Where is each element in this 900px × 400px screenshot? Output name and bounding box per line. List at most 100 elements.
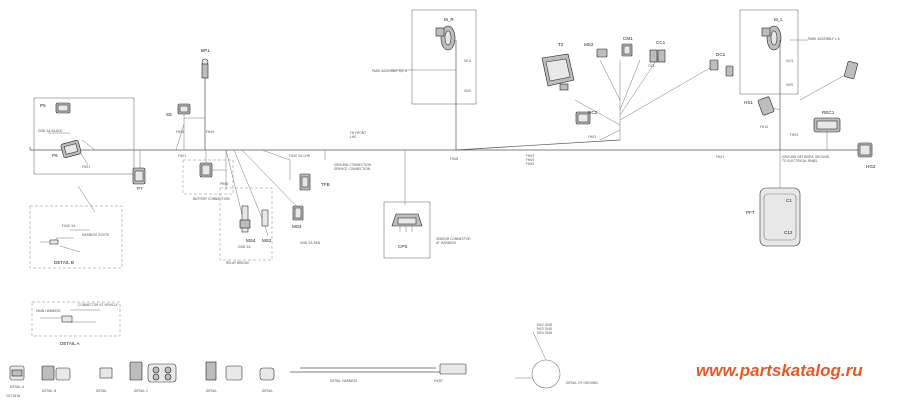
svg-text:MS4 GND: MS4 GND bbox=[537, 331, 553, 335]
rc2-label: RC2 bbox=[588, 110, 598, 115]
right-side-connector bbox=[844, 61, 858, 79]
svg-text:TO ELECTRICAL PANEL: TO ELECTRICAL PANEL bbox=[781, 159, 818, 163]
s5-connector bbox=[177, 103, 191, 115]
svg-text:DETAIL OF GROUND: DETAIL OF GROUND bbox=[566, 381, 598, 385]
svg-text:PR08: PR08 bbox=[220, 182, 228, 186]
svg-text:CONNECTOR AT VEHICLE: CONNECTOR AT VEHICLE bbox=[78, 303, 118, 307]
rec1-label: REC1 bbox=[822, 110, 835, 115]
svg-text:BATTERY CONNECTION: BATTERY CONNECTION bbox=[193, 197, 230, 201]
m-r-label: M_R bbox=[444, 17, 454, 22]
svg-text:HARNESS ROUTE: HARNESS ROUTE bbox=[82, 233, 109, 237]
svg-text:GROUND NETWORK GROUND: GROUND NETWORK GROUND bbox=[782, 155, 830, 159]
rc2-connector bbox=[575, 111, 591, 125]
svg-text:AT HARNESS: AT HARNESS bbox=[436, 241, 456, 245]
detail-a-box bbox=[31, 301, 121, 337]
bottom-part-4 bbox=[129, 361, 177, 383]
svg-text:GND 2A BLACK: GND 2A BLACK bbox=[38, 129, 63, 133]
detail-b-box bbox=[29, 205, 123, 269]
detail-a-label: DETAIL A bbox=[60, 341, 81, 346]
svg-text:CS2: CS2 bbox=[648, 64, 654, 68]
svg-text:SENSOR CONNECTOR: SENSOR CONNECTOR bbox=[436, 237, 471, 241]
m-l-box bbox=[739, 9, 799, 95]
cps-box bbox=[383, 201, 431, 259]
p6-label: P6 bbox=[52, 153, 58, 158]
svg-text:SERVICE CONNECTION: SERVICE CONNECTION bbox=[334, 167, 371, 171]
svg-text:PARK ASSEMBLY L A: PARK ASSEMBLY L A bbox=[808, 37, 840, 41]
svg-text:FUSE 5A LHR: FUSE 5A LHR bbox=[289, 154, 311, 158]
relay-connector bbox=[199, 162, 213, 178]
bottom-part-2 bbox=[41, 365, 71, 381]
ms2-connector bbox=[261, 209, 269, 237]
s5-label: S5 bbox=[166, 112, 172, 117]
bottom-harness-detail bbox=[290, 363, 467, 375]
cc1-label: CC1 bbox=[656, 40, 666, 45]
pft-fuse-box bbox=[759, 187, 801, 247]
p5-label: P5 bbox=[40, 103, 46, 108]
svg-text:GROUND CONNECTION: GROUND CONNECTION bbox=[334, 163, 372, 167]
svg-text:FH FRONT: FH FRONT bbox=[350, 131, 366, 135]
svg-text:VIO1: VIO1 bbox=[464, 59, 472, 63]
bp1-connector bbox=[201, 58, 209, 79]
svg-text:VI05: VI05 bbox=[464, 89, 471, 93]
pft-label: PFT bbox=[746, 210, 755, 215]
hg2-connector bbox=[857, 142, 873, 158]
svg-text:VIO1: VIO1 bbox=[786, 59, 794, 63]
svg-text:MS2 GND: MS2 GND bbox=[537, 323, 553, 327]
connector-detail-circle bbox=[531, 359, 561, 389]
svg-text:FH03: FH03 bbox=[790, 133, 798, 137]
svg-text:FH05: FH05 bbox=[526, 162, 534, 166]
svg-text:FUSE 5A: FUSE 5A bbox=[62, 224, 76, 228]
m-l-motor bbox=[761, 25, 782, 51]
ms4-label: MS4 bbox=[246, 238, 256, 243]
c1-label: C1 bbox=[786, 198, 792, 203]
m-r-motor bbox=[435, 25, 456, 51]
t2-label: T2 bbox=[558, 42, 564, 47]
p5-detail-box bbox=[33, 97, 135, 175]
svg-text:RELAY BRIDGE: RELAY BRIDGE bbox=[226, 261, 249, 265]
ms2b-label: MS2 bbox=[262, 238, 272, 243]
hs1-connector bbox=[757, 96, 775, 116]
bottom-part-5 bbox=[205, 361, 243, 381]
svg-text:FH01: FH01 bbox=[178, 154, 186, 158]
bp1-label: BP1 bbox=[201, 48, 210, 53]
p6-connector bbox=[60, 140, 82, 158]
svg-text:DETAIL A: DETAIL A bbox=[10, 385, 25, 389]
svg-text:DETAIL C: DETAIL C bbox=[134, 389, 149, 393]
svg-text:DETAIL: DETAIL bbox=[206, 389, 217, 393]
detail-b-label: DETAIL B bbox=[54, 260, 74, 265]
p5-connector bbox=[55, 102, 71, 114]
svg-text:DETAIL HARNESS: DETAIL HARNESS bbox=[330, 379, 357, 383]
ms2-label: MS2 bbox=[584, 42, 594, 47]
cc1-connector bbox=[649, 49, 666, 63]
branch-detail-box bbox=[219, 187, 273, 261]
svg-text:VI05: VI05 bbox=[786, 83, 793, 87]
t2-connector bbox=[541, 53, 575, 91]
cps-label: CPS bbox=[398, 244, 407, 249]
hs1-label: HS1 bbox=[744, 100, 753, 105]
p7-label: P7 bbox=[137, 186, 143, 191]
svg-text:FH08: FH08 bbox=[176, 130, 184, 134]
watermark: www.partskatalog.ru bbox=[696, 361, 863, 380]
svg-text:LHS: LHS bbox=[350, 135, 356, 139]
svg-text:MAIN HARNESS: MAIN HARNESS bbox=[36, 309, 61, 313]
svg-text:DETAIL B: DETAIL B bbox=[42, 389, 56, 393]
bottom-part-1 bbox=[9, 365, 25, 381]
svg-text:FH04: FH04 bbox=[526, 158, 534, 162]
rec1-connector bbox=[813, 117, 841, 133]
p7-connector bbox=[132, 167, 146, 185]
svg-text:FH09: FH09 bbox=[206, 130, 214, 134]
svg-text:DETAIL: DETAIL bbox=[262, 389, 273, 393]
svg-text:GND 2A RED: GND 2A RED bbox=[300, 241, 321, 245]
tfb-connector bbox=[299, 173, 311, 191]
bottom-part-6 bbox=[259, 367, 275, 381]
svg-text:FH01: FH01 bbox=[716, 155, 724, 159]
ms3-connector bbox=[292, 205, 304, 221]
svg-text:DETAIL: DETAIL bbox=[96, 389, 107, 393]
cps-connector bbox=[391, 213, 423, 232]
svg-text:FH03: FH03 bbox=[526, 154, 534, 158]
c12-label: C12 bbox=[784, 230, 793, 235]
cm1-connector bbox=[621, 43, 633, 57]
svg-text:PARK ASSEMBLY R/L A: PARK ASSEMBLY R/L A bbox=[372, 69, 408, 73]
